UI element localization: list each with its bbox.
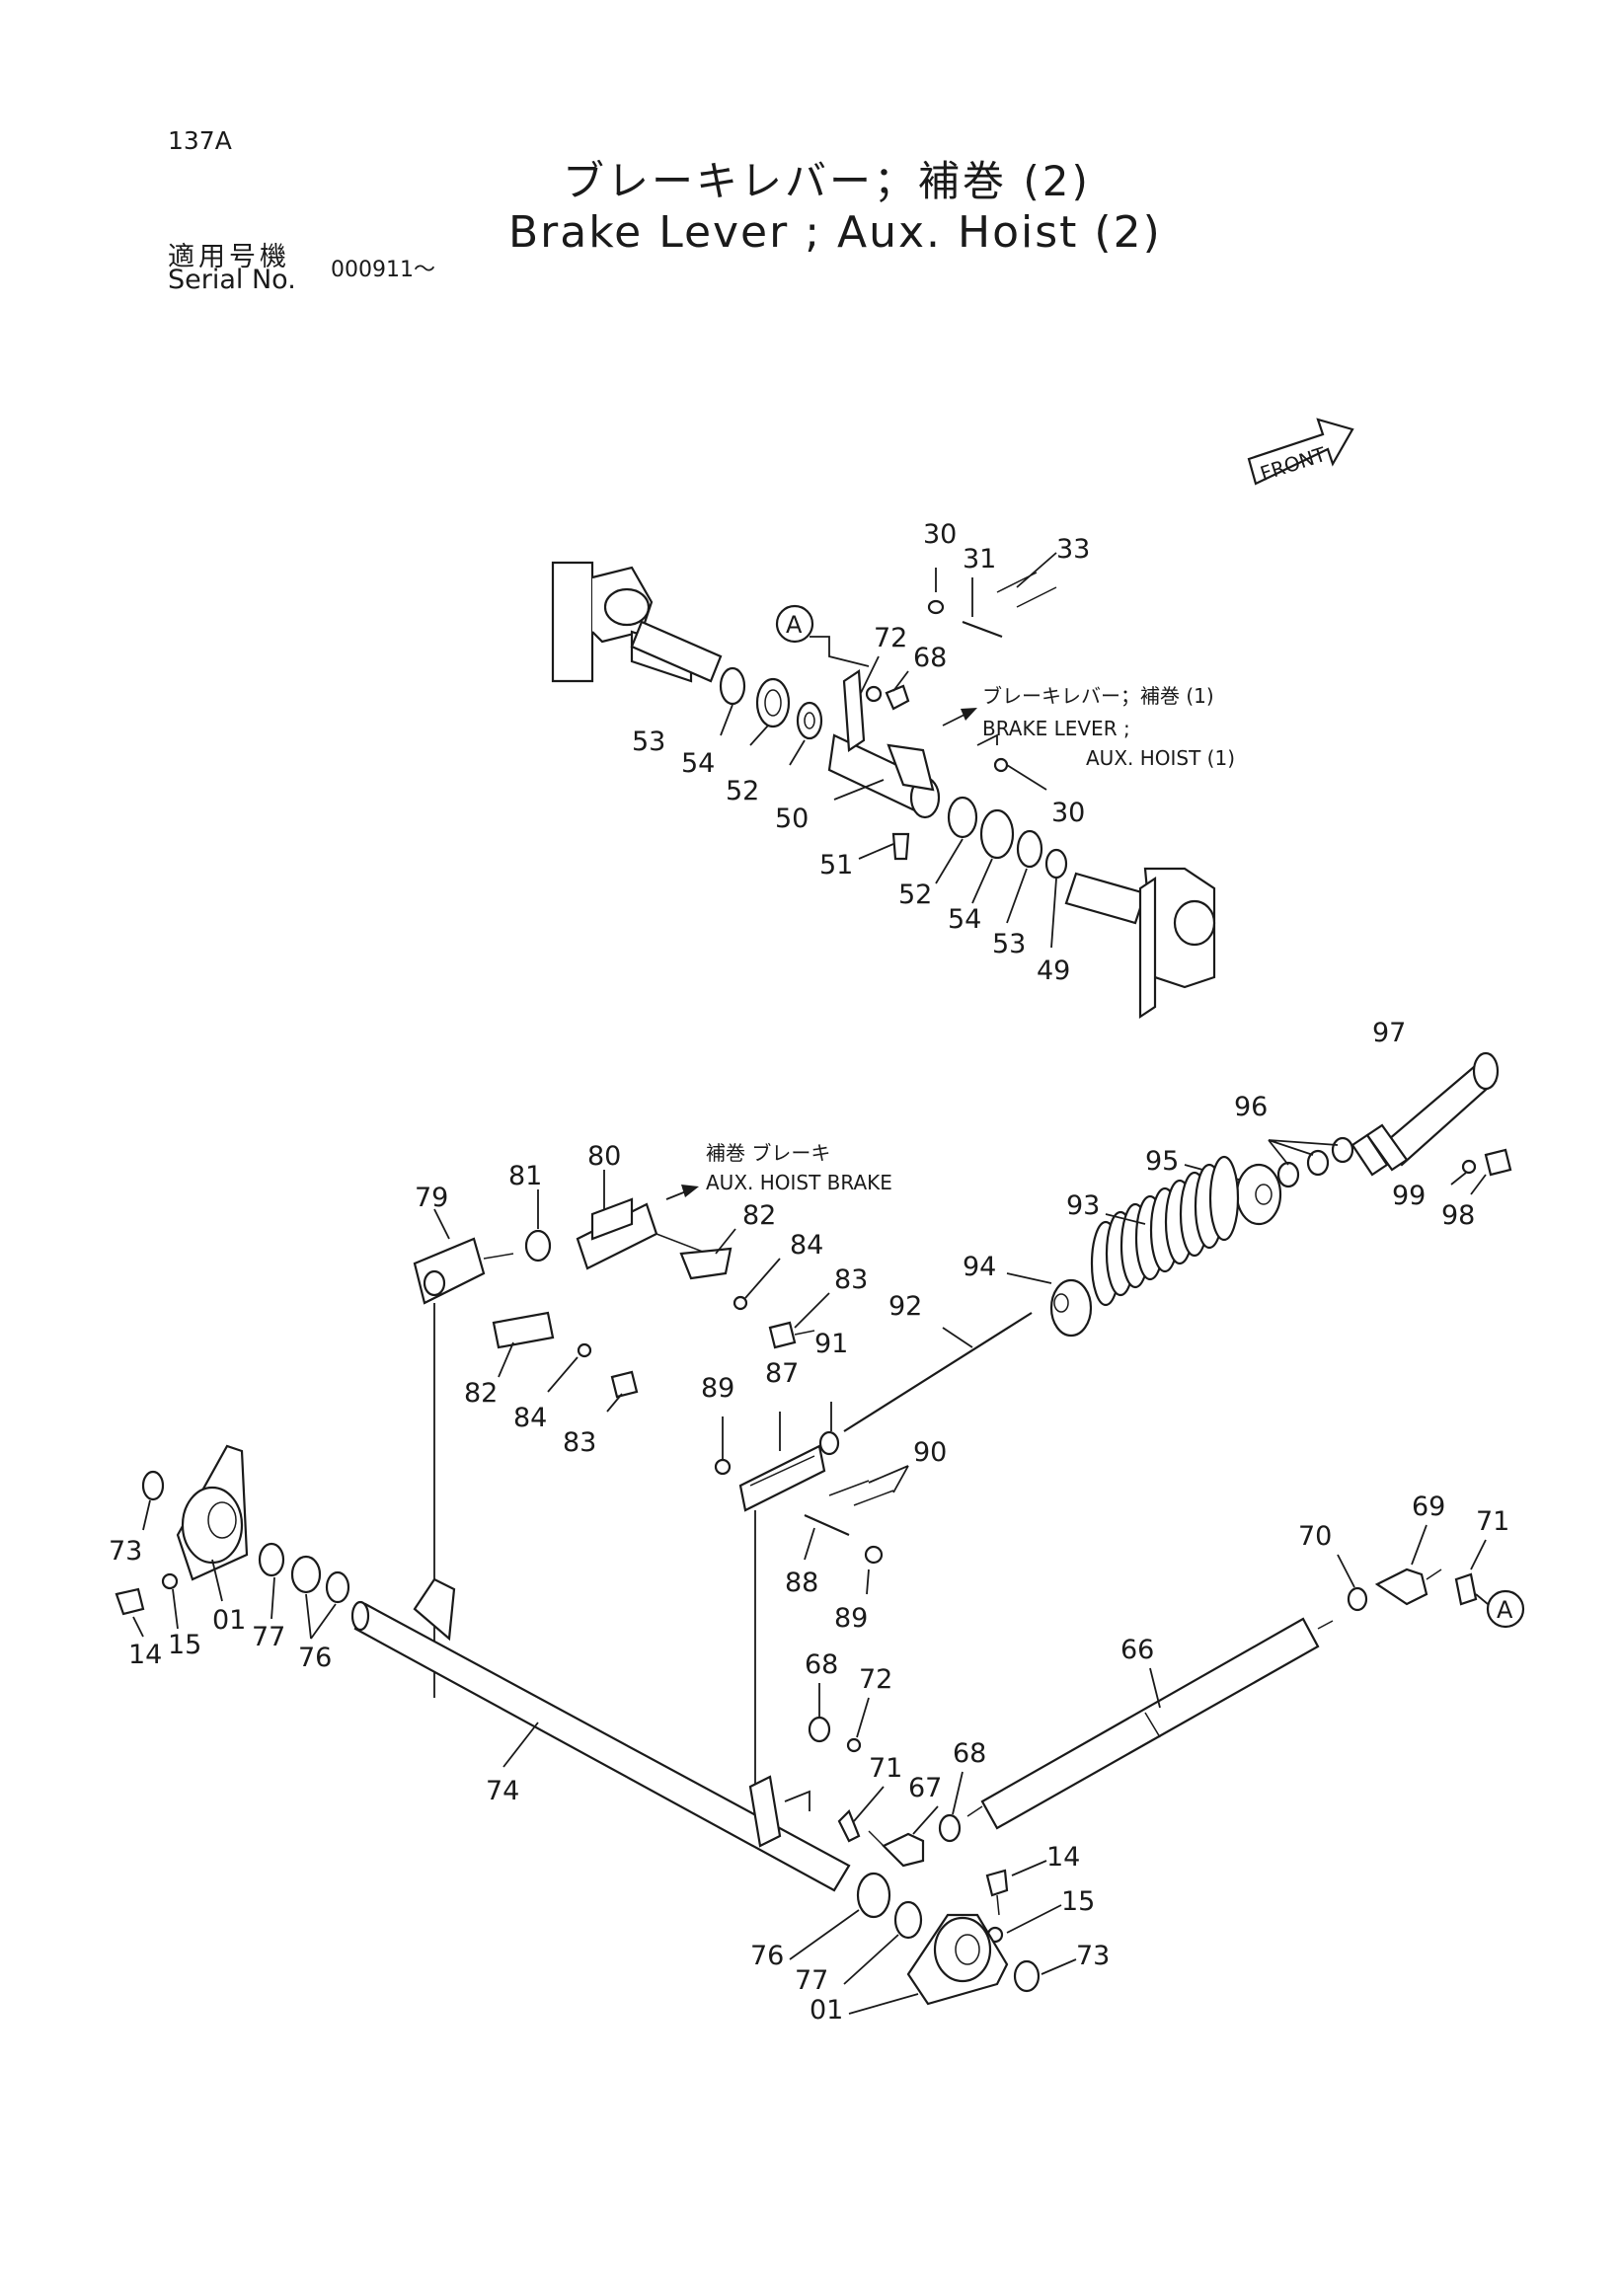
ref-marker-a-lower: A	[1475, 1589, 1525, 1629]
part-number: 83	[563, 1427, 596, 1458]
part-number: 95	[1145, 1146, 1179, 1177]
part-number: 67	[908, 1773, 942, 1803]
middle-part-numbers: 97 96 95 99 98 93 94 92 80 81 79 82 84 8…	[415, 1018, 1475, 1634]
part-number: 74	[486, 1776, 519, 1806]
part-number: 90	[913, 1437, 947, 1468]
part-number: 30	[923, 519, 957, 550]
part-number: 68	[913, 643, 947, 673]
lower-part-numbers: 73 01 15 14 77 76 74 68 72 71 67 68 66 7…	[109, 1492, 1509, 2026]
part-number: 71	[1476, 1506, 1509, 1537]
part-number: 54	[681, 748, 715, 779]
part-number: 97	[1372, 1018, 1406, 1048]
serial-label-english: Serial No.	[168, 265, 296, 295]
part-number: 91	[814, 1329, 848, 1359]
part-number: 54	[948, 904, 981, 935]
part-number: 52	[898, 880, 932, 910]
upper-part-numbers: 30 31 33 72 68 53 54 52 50 30 51 52 54 5…	[632, 519, 1090, 986]
part-number: 72	[874, 623, 907, 653]
part-number: 15	[168, 1630, 201, 1660]
part-number: 92	[888, 1291, 922, 1322]
serial-label-japanese: 適用号機	[168, 242, 290, 272]
part-number: 33	[1056, 534, 1090, 565]
part-number: 31	[963, 544, 996, 574]
part-number: 14	[1046, 1842, 1080, 1873]
title-english: Brake Lever ; Aux. Hoist (2)	[508, 207, 1162, 258]
callout-upper-en-2: AUX. HOIST (1)	[1086, 746, 1235, 770]
part-number: 49	[1037, 956, 1070, 986]
part-number: 68	[805, 1649, 838, 1680]
callout-upper-jp: ブレーキレバー；補巻 (1)	[982, 684, 1214, 708]
ref-marker-a-upper: A	[775, 604, 814, 644]
part-number: 82	[742, 1200, 776, 1231]
part-number: 50	[775, 804, 809, 834]
part-number: 69	[1412, 1492, 1445, 1522]
middle-assembly	[413, 1051, 1512, 1595]
part-number: 93	[1066, 1190, 1100, 1221]
part-number: 83	[834, 1264, 868, 1295]
part-number: 99	[1392, 1181, 1426, 1211]
part-number: 76	[298, 1643, 332, 1673]
upper-assembly	[551, 552, 1216, 1020]
part-number: 89	[701, 1373, 734, 1404]
part-number: 53	[632, 727, 665, 757]
part-number: 84	[513, 1403, 547, 1433]
part-number: 98	[1441, 1200, 1475, 1231]
part-number: 70	[1298, 1521, 1332, 1552]
part-number: 77	[795, 1965, 828, 1996]
part-number: 89	[834, 1603, 868, 1634]
serial-value: 000911～	[331, 258, 435, 282]
front-arrow-icon: FRONT	[1247, 418, 1354, 486]
title-japanese: ブレーキレバー；補巻 (2)	[563, 157, 1091, 205]
part-number: 68	[953, 1738, 986, 1769]
part-number: 15	[1061, 1886, 1095, 1917]
part-number: 52	[726, 776, 759, 806]
part-number: 88	[785, 1568, 818, 1598]
part-number: 01	[212, 1605, 246, 1636]
middle-callout: 補巻 ブレーキ AUX. HOIST BRAKE	[706, 1141, 892, 1194]
part-number: 96	[1234, 1092, 1268, 1122]
page-id: 137A	[168, 126, 232, 155]
part-number: 76	[750, 1941, 784, 1971]
svg-text:A: A	[1497, 1596, 1513, 1624]
part-number: 94	[963, 1252, 996, 1282]
part-number: 66	[1120, 1635, 1154, 1665]
callout-middle-en: AUX. HOIST BRAKE	[706, 1171, 892, 1194]
part-number: 53	[992, 929, 1026, 959]
part-number: 14	[128, 1640, 162, 1670]
part-number: 01	[810, 1995, 843, 2026]
part-number: 30	[1051, 798, 1085, 828]
part-number: 73	[1076, 1941, 1110, 1971]
upper-callout: ブレーキレバー；補巻 (1) BRAKE LEVER ; AUX. HOIST …	[982, 684, 1235, 770]
part-number: 80	[587, 1141, 621, 1172]
part-number: 71	[869, 1753, 902, 1784]
part-number: 87	[765, 1358, 799, 1389]
lower-assembly	[115, 1303, 1487, 2015]
part-number: 81	[508, 1161, 542, 1191]
callout-middle-jp: 補巻 ブレーキ	[706, 1141, 830, 1165]
part-number: 73	[109, 1536, 142, 1567]
direction-arrow-icon	[961, 708, 977, 721]
part-number: 51	[819, 850, 853, 880]
direction-arrow-icon	[681, 1185, 699, 1197]
part-number: 84	[790, 1230, 823, 1261]
callout-upper-en-1: BRAKE LEVER ;	[982, 717, 1130, 740]
part-number: 77	[252, 1622, 285, 1652]
part-number: 79	[415, 1183, 448, 1213]
svg-text:A: A	[786, 611, 803, 639]
part-number: 82	[464, 1378, 498, 1409]
part-number: 72	[859, 1664, 892, 1695]
